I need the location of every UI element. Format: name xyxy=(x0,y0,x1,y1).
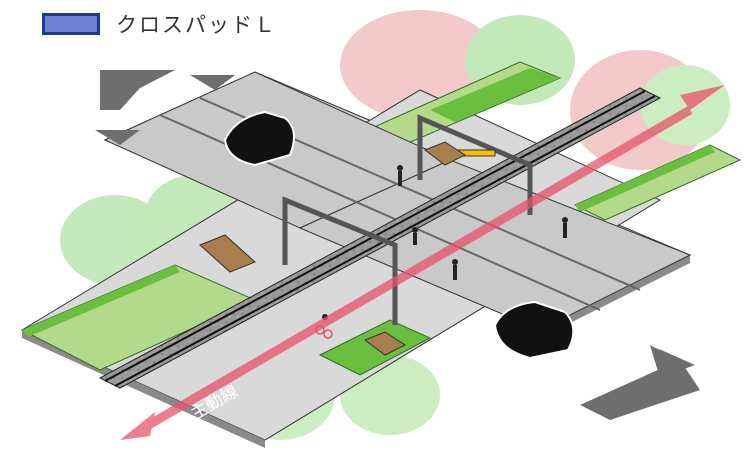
label-sidewalk-lower: 歩道 xyxy=(518,366,557,398)
legend-swatch xyxy=(42,13,100,35)
double-arrow-icon xyxy=(95,70,700,420)
tree-icon xyxy=(570,50,710,170)
label-sidewalk-upper: 歩道 xyxy=(628,321,667,353)
bench-cluster xyxy=(199,141,467,356)
car-icon xyxy=(223,110,295,167)
pedestrian-icon xyxy=(397,165,568,280)
lawn-areas xyxy=(20,61,742,376)
legend: クロスパッドＬ xyxy=(42,9,277,39)
bench-icon xyxy=(199,234,256,273)
lawn xyxy=(575,145,715,212)
main-route-arrow xyxy=(120,85,725,440)
label-roadway: 車道 xyxy=(573,336,612,368)
lawn xyxy=(430,68,560,122)
bench-icon xyxy=(363,331,407,356)
lawn xyxy=(22,265,180,337)
legend-label: クロスパッドＬ xyxy=(116,13,277,37)
bench-icon xyxy=(423,141,467,166)
car-icon xyxy=(493,300,575,360)
